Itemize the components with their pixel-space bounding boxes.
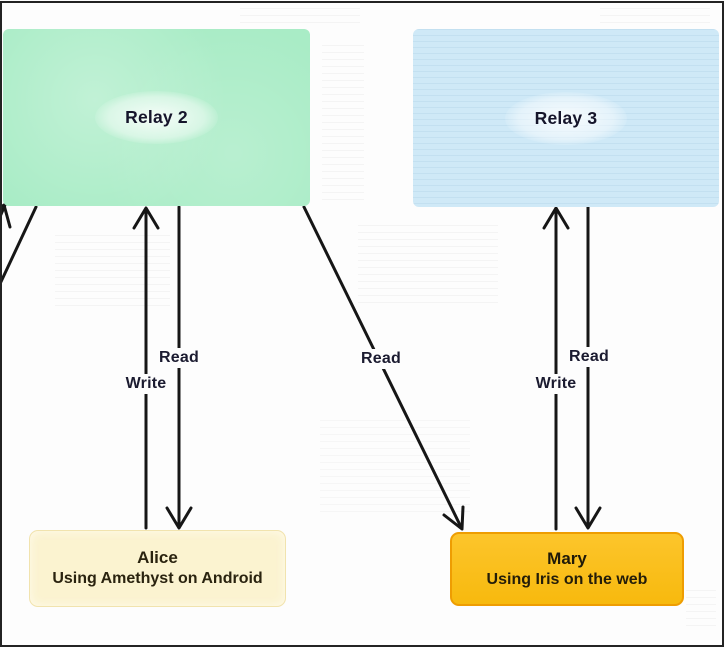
background-artifact (320, 420, 470, 515)
edge-label-write-mary-relay3: Write (530, 374, 582, 394)
arrowhead-alice-write-relay2 (132, 206, 160, 230)
arrowhead-relay2-read-alice (165, 506, 193, 530)
node-user-mary: Mary Using Iris on the web (450, 532, 684, 606)
mary-description: Using Iris on the web (486, 570, 648, 588)
background-artifact (55, 235, 170, 310)
arrowhead-offscreen-write-relay2 (0, 203, 12, 229)
edge-label-read-relay3-mary: Read (564, 347, 614, 367)
alice-name: Alice (137, 548, 178, 568)
background-artifact (358, 225, 498, 305)
arrowhead-relay3-read-mary (574, 506, 602, 530)
relay-2-label: Relay 2 (95, 91, 218, 144)
background-artifact (322, 45, 364, 205)
arrowhead-relay2-read-mary (442, 505, 465, 531)
background-artifact (600, 8, 710, 24)
edge-label-read-relay2-mary: Read (356, 349, 406, 369)
relay-3-label: Relay 3 (504, 91, 628, 145)
node-relay-3: Relay 3 (413, 29, 719, 207)
node-user-alice: Alice Using Amethyst on Android (29, 530, 286, 607)
arrowhead-mary-write-relay3 (542, 206, 570, 230)
alice-description: Using Amethyst on Android (52, 570, 263, 588)
mary-name: Mary (547, 548, 587, 568)
arrow-relay2-read-offscreen (0, 205, 38, 288)
edge-label-read-relay2-alice: Read (154, 348, 204, 368)
edge-label-write-alice-relay2: Write (120, 374, 172, 394)
background-artifact (240, 8, 360, 24)
node-relay-2: Relay 2 (3, 29, 310, 206)
background-artifact (686, 590, 716, 632)
